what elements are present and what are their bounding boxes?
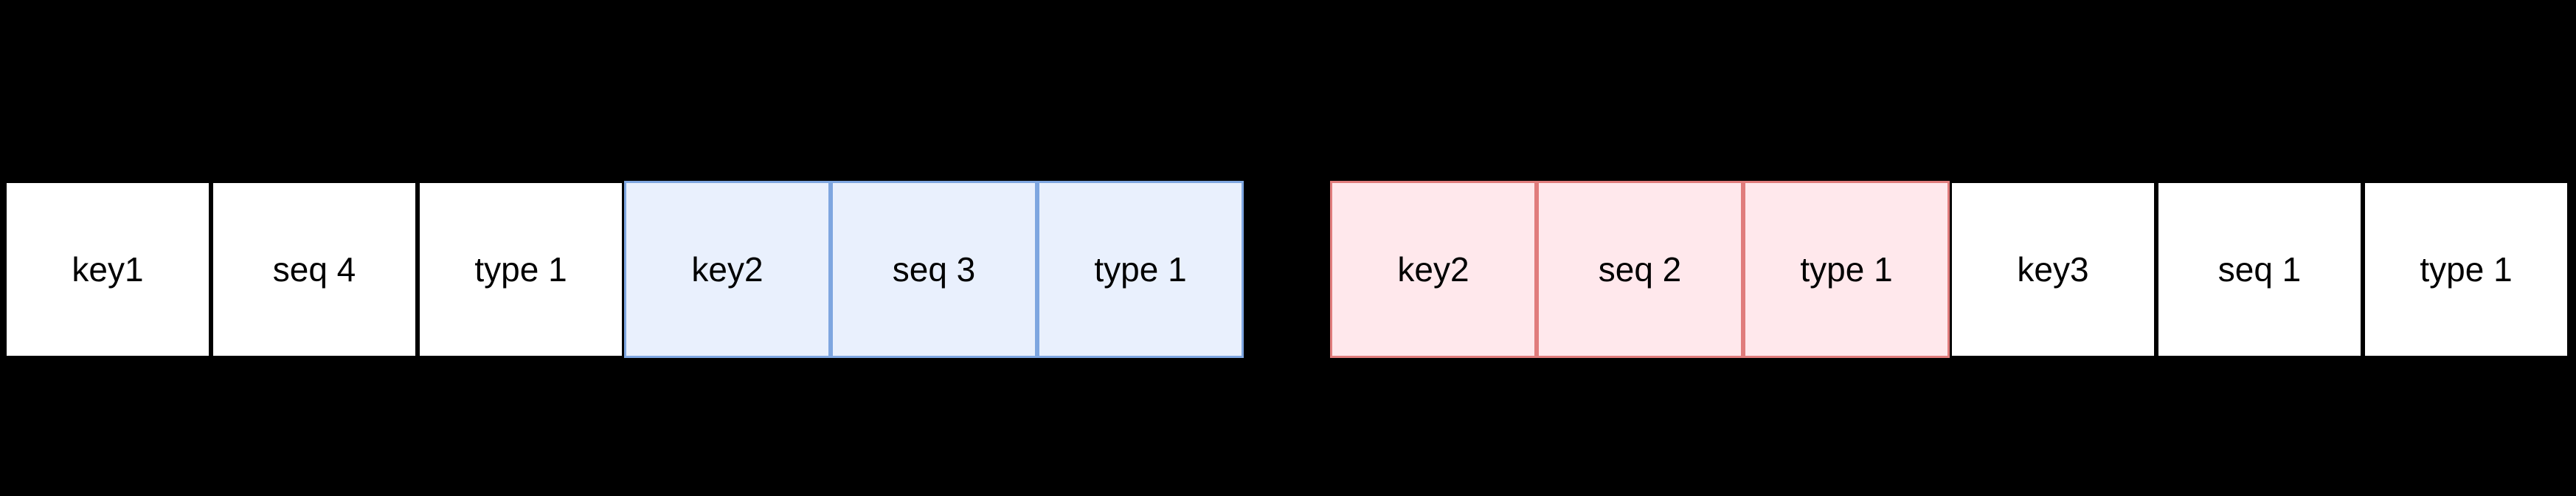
cell-type-1-highlighted: type 1 (1743, 181, 1950, 358)
cell-key1: key1 (4, 181, 211, 358)
cell-type-1: type 1 (2363, 181, 2569, 358)
record-group-right: key2 seq 2 type 1 key3 seq 1 type 1 (1330, 181, 2569, 358)
cell-type-1: type 1 (418, 181, 624, 358)
record-group-left: key1 seq 4 type 1 key2 seq 3 type 1 (4, 181, 1244, 358)
cell-key2-highlighted: key2 (624, 181, 831, 358)
cell-seq-1: seq 1 (2156, 181, 2363, 358)
cell-seq-2-highlighted: seq 2 (1537, 181, 1743, 358)
cell-key3: key3 (1950, 181, 2156, 358)
cell-type-1-highlighted: type 1 (1037, 181, 1244, 358)
cell-seq-4: seq 4 (211, 181, 418, 358)
cell-seq-3-highlighted: seq 3 (831, 181, 1037, 358)
cell-key2-highlighted: key2 (1330, 181, 1537, 358)
